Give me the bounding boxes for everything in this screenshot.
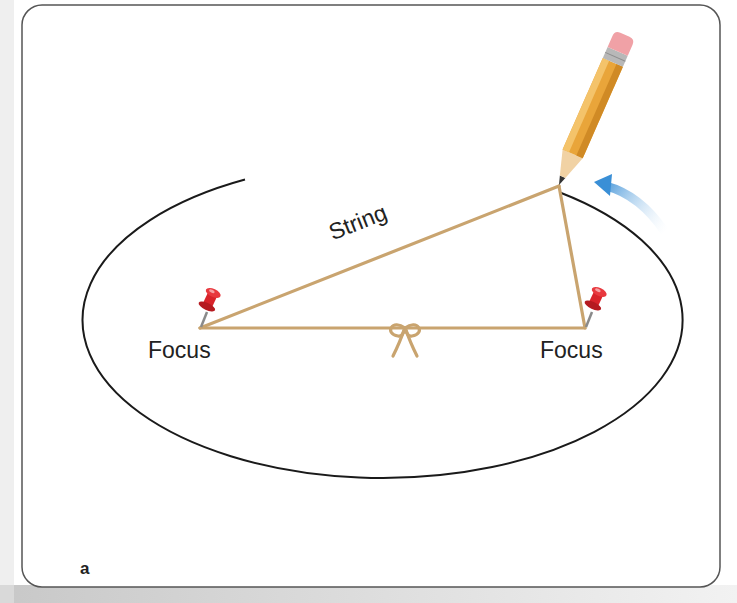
motion-arrow	[594, 174, 665, 232]
panel-letter: a	[80, 560, 89, 577]
focus-label: Focus	[540, 339, 603, 362]
focus-label: Focus	[148, 339, 211, 362]
ellipse-curve	[83, 180, 683, 478]
pencil	[549, 30, 635, 189]
string-loop	[200, 186, 585, 356]
pushpin	[197, 286, 223, 327]
panel-shadow	[0, 0, 14, 603]
pushpin	[583, 285, 609, 327]
panel-frame	[22, 5, 720, 587]
